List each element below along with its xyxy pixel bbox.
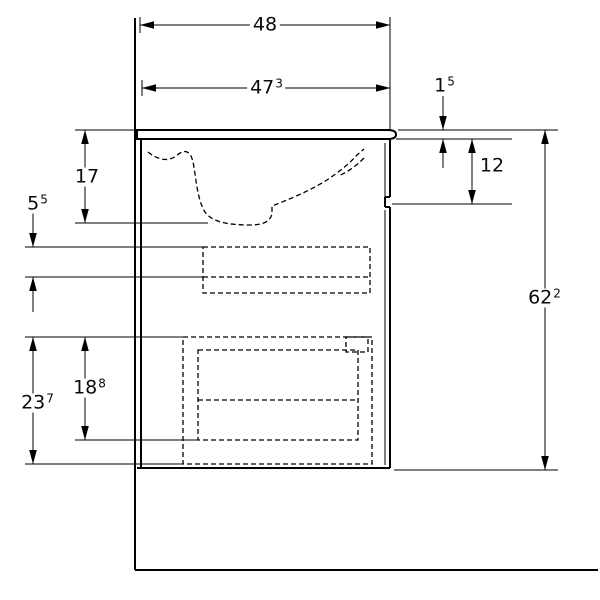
- worktop-slab: [136, 129, 398, 140]
- arrow-237-top: [29, 337, 37, 351]
- dim-overall-width-label: 48: [249, 13, 281, 36]
- top-drawer-outline: [202, 246, 371, 294]
- arrow-17-bottom: [81, 209, 89, 223]
- drawer-rail-detail: [345, 336, 369, 353]
- dim-basin-depth-value: 17: [74, 165, 100, 188]
- arrow-55-down: [29, 233, 37, 247]
- dim-clearance-sup: 5: [40, 192, 48, 207]
- dim-drawer-front-height-sup: 7: [46, 391, 54, 406]
- dim-inner-drawer-height-value: 18: [73, 376, 98, 399]
- arrow-473-right: [376, 84, 390, 92]
- dim-overall-width-value: 48: [252, 13, 278, 36]
- dim-cabinet-width-value: 47: [250, 76, 275, 99]
- dim-total-height-label: 622: [525, 286, 563, 309]
- arrow-48-right: [376, 21, 390, 29]
- dim-apron-height-label: 12: [476, 154, 508, 177]
- arrow-12-top: [468, 139, 476, 153]
- dim-clearance-value: 5: [27, 192, 40, 215]
- dim-apron-height-value: 12: [479, 154, 505, 177]
- arrow-622-bottom: [541, 456, 549, 470]
- dim-cabinet-width-sup: 3: [275, 76, 283, 91]
- arrow-622-top: [541, 130, 549, 144]
- washbasin-inner-edge: [337, 157, 365, 177]
- dim-inner-drawer-height-label: 188: [70, 376, 108, 399]
- arrow-48-left: [140, 21, 154, 29]
- arrow-188-top: [81, 337, 89, 351]
- dim-drawer-front-height-value: 23: [21, 391, 46, 414]
- bottom-inner-drawer-outline: [197, 349, 359, 441]
- dim-inner-drawer-height-sup: 8: [98, 376, 106, 391]
- dim-clearance-label: 55: [24, 192, 50, 215]
- dim-worktop-thickness-label: 15: [431, 74, 457, 97]
- arrow-473-left: [142, 84, 156, 92]
- dim-total-height-sup: 2: [553, 286, 561, 301]
- arrow-15-up: [439, 139, 447, 153]
- arrow-12-bottom: [468, 190, 476, 204]
- dim-worktop-thickness-value: 1: [434, 74, 447, 97]
- bottom-drawer-outline: [182, 336, 373, 465]
- front-gap-notch: [384, 196, 390, 208]
- arrow-15-down: [439, 116, 447, 130]
- dim-drawer-front-height-label: 237: [18, 391, 56, 414]
- washbasin-bowl-outline: [147, 148, 365, 226]
- dim-total-height-value: 62: [528, 286, 553, 309]
- arrow-188-bottom: [81, 426, 89, 440]
- arrow-55-up: [29, 277, 37, 291]
- dim-worktop-thickness-sup: 5: [447, 74, 455, 89]
- arrow-237-bottom: [29, 450, 37, 464]
- arrow-17-top: [81, 130, 89, 144]
- dim-cabinet-width-label: 473: [247, 76, 285, 99]
- dim-basin-depth-label: 17: [71, 165, 103, 188]
